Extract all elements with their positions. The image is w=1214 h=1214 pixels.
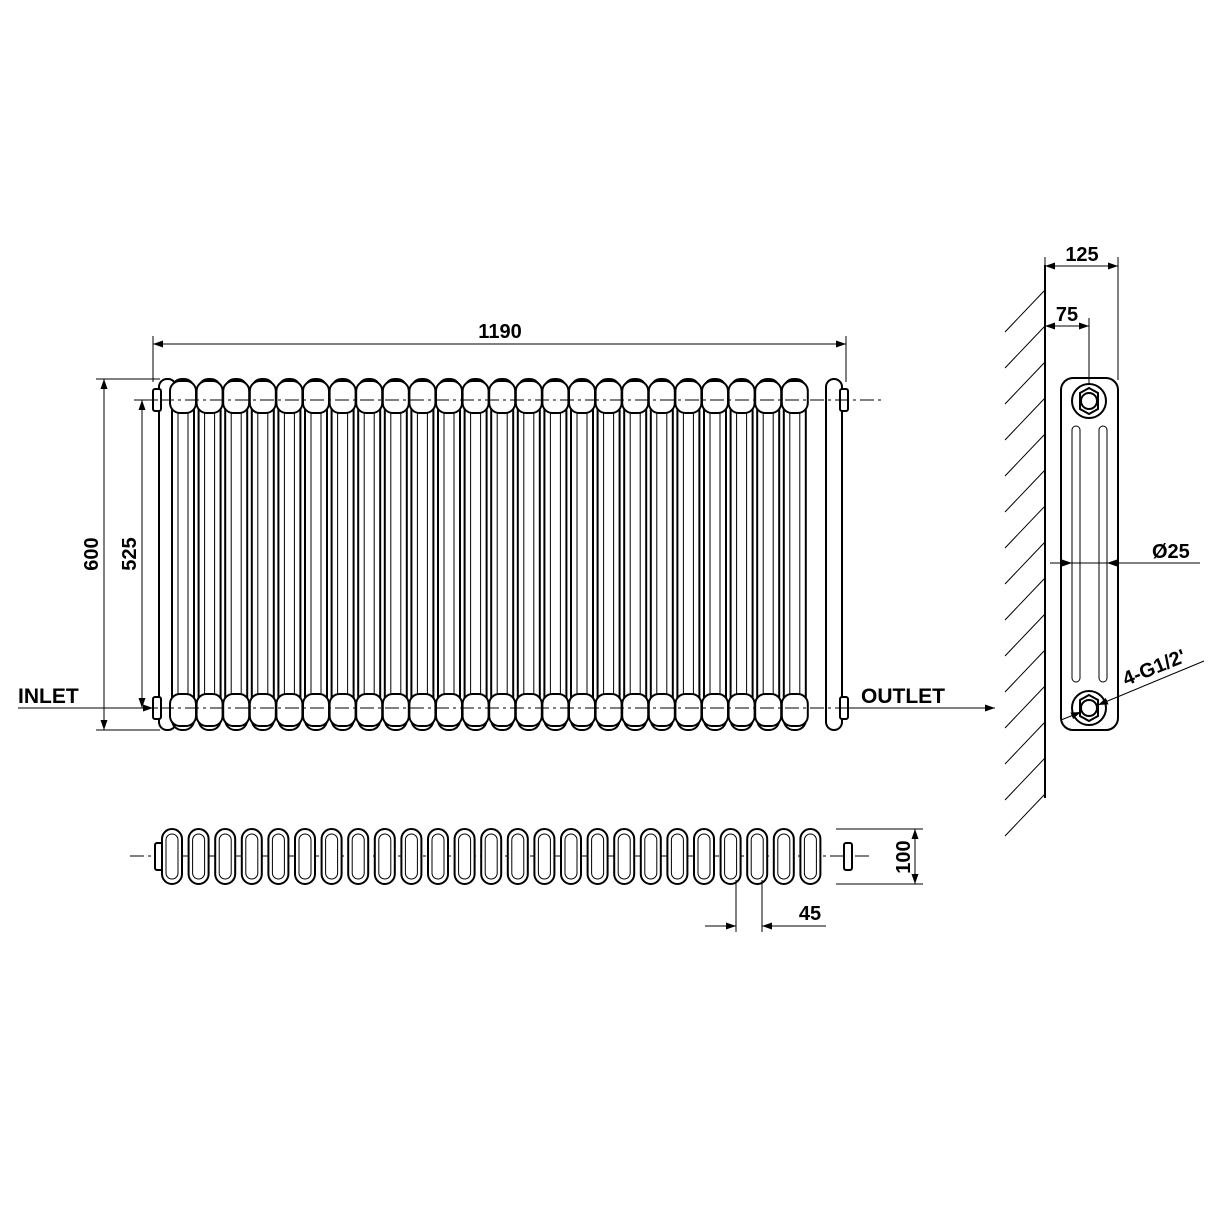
plan-section — [320, 828, 343, 885]
inlet-label: INLET — [18, 685, 79, 708]
plan-section — [799, 828, 822, 885]
plan-sections — [161, 828, 822, 885]
height-dimension: 600 — [81, 378, 160, 731]
radiator-columns — [169, 378, 809, 731]
plan-section — [400, 828, 423, 885]
dim-75: 75 — [1056, 304, 1078, 326]
plan-section — [666, 828, 689, 885]
radiator-column — [701, 378, 729, 731]
radiator-column — [302, 378, 330, 731]
plan-section — [427, 828, 449, 885]
radiator-column — [780, 378, 809, 731]
plan-section — [639, 828, 662, 885]
outlet-label-group: OUTLET — [848, 685, 995, 712]
plan-view — [130, 828, 870, 885]
radiator-column — [408, 378, 437, 731]
radiator-column — [195, 378, 224, 731]
radiator-column — [727, 378, 756, 731]
connection-thread-label: 4-G1/2' — [1120, 646, 1189, 691]
dim-525: 525 — [119, 537, 141, 570]
plan-section — [347, 828, 370, 885]
radiator-column — [169, 378, 197, 731]
plan-section — [506, 828, 529, 885]
dim-600: 600 — [81, 537, 103, 570]
radiator-column — [355, 378, 384, 731]
plan-section — [586, 828, 609, 885]
radiator-column — [275, 378, 304, 731]
plan-section — [772, 828, 795, 885]
plan-depth-dimension: 100 — [836, 828, 923, 885]
radiator-column — [754, 378, 783, 731]
radiator-column — [488, 378, 517, 731]
inlet-label-group: INLET — [18, 685, 153, 712]
radiator-column — [621, 378, 650, 731]
tube-slot-left — [1071, 425, 1081, 683]
plan-section — [267, 828, 290, 885]
radiator-column — [461, 378, 490, 731]
plan-section — [240, 828, 263, 885]
plan-section — [294, 828, 316, 885]
radiator-column — [328, 378, 357, 731]
plan-section — [161, 828, 183, 885]
plan-section — [613, 828, 636, 885]
radiator-column — [435, 378, 463, 731]
side-body — [1060, 377, 1119, 731]
radiator-column — [647, 378, 676, 731]
radiator-column — [594, 378, 623, 731]
plan-section — [533, 828, 556, 885]
front-view — [135, 378, 882, 731]
plan-section — [693, 828, 715, 885]
dim-1190: 1190 — [478, 321, 521, 343]
plan-section — [746, 828, 769, 885]
wall-hatch — [1004, 289, 1046, 837]
side-depth-dimension: 125 — [1044, 244, 1119, 380]
centers-dimension: 525 — [119, 399, 158, 709]
dim-125: 125 — [1065, 244, 1098, 266]
pitch-dimension: 45 — [705, 880, 826, 932]
dim-diameter-25: Ø25 — [1152, 541, 1190, 563]
radiator-column — [541, 378, 570, 731]
tube-slot-right — [1098, 425, 1108, 683]
dim-45: 45 — [799, 903, 821, 925]
outlet-label: OUTLET — [861, 685, 945, 708]
radiator-column — [514, 378, 543, 731]
plan-section — [719, 828, 742, 885]
radiator-column — [248, 378, 277, 731]
plan-section — [560, 828, 582, 885]
radiator-column — [222, 378, 251, 731]
radiator-column — [674, 378, 703, 731]
tube-diameter-dimension: Ø25 — [1050, 541, 1200, 567]
plan-section — [187, 828, 210, 885]
radiator-column — [568, 378, 596, 731]
side-view — [1004, 265, 1119, 837]
wall-center-dimension: 75 — [1045, 304, 1090, 384]
dim-100: 100 — [893, 840, 915, 873]
radiator-column — [381, 378, 410, 731]
plan-section — [453, 828, 476, 885]
plan-section — [480, 828, 503, 885]
width-dimension: 1190 — [152, 321, 847, 382]
plan-section — [214, 828, 237, 885]
plan-section — [373, 828, 396, 885]
